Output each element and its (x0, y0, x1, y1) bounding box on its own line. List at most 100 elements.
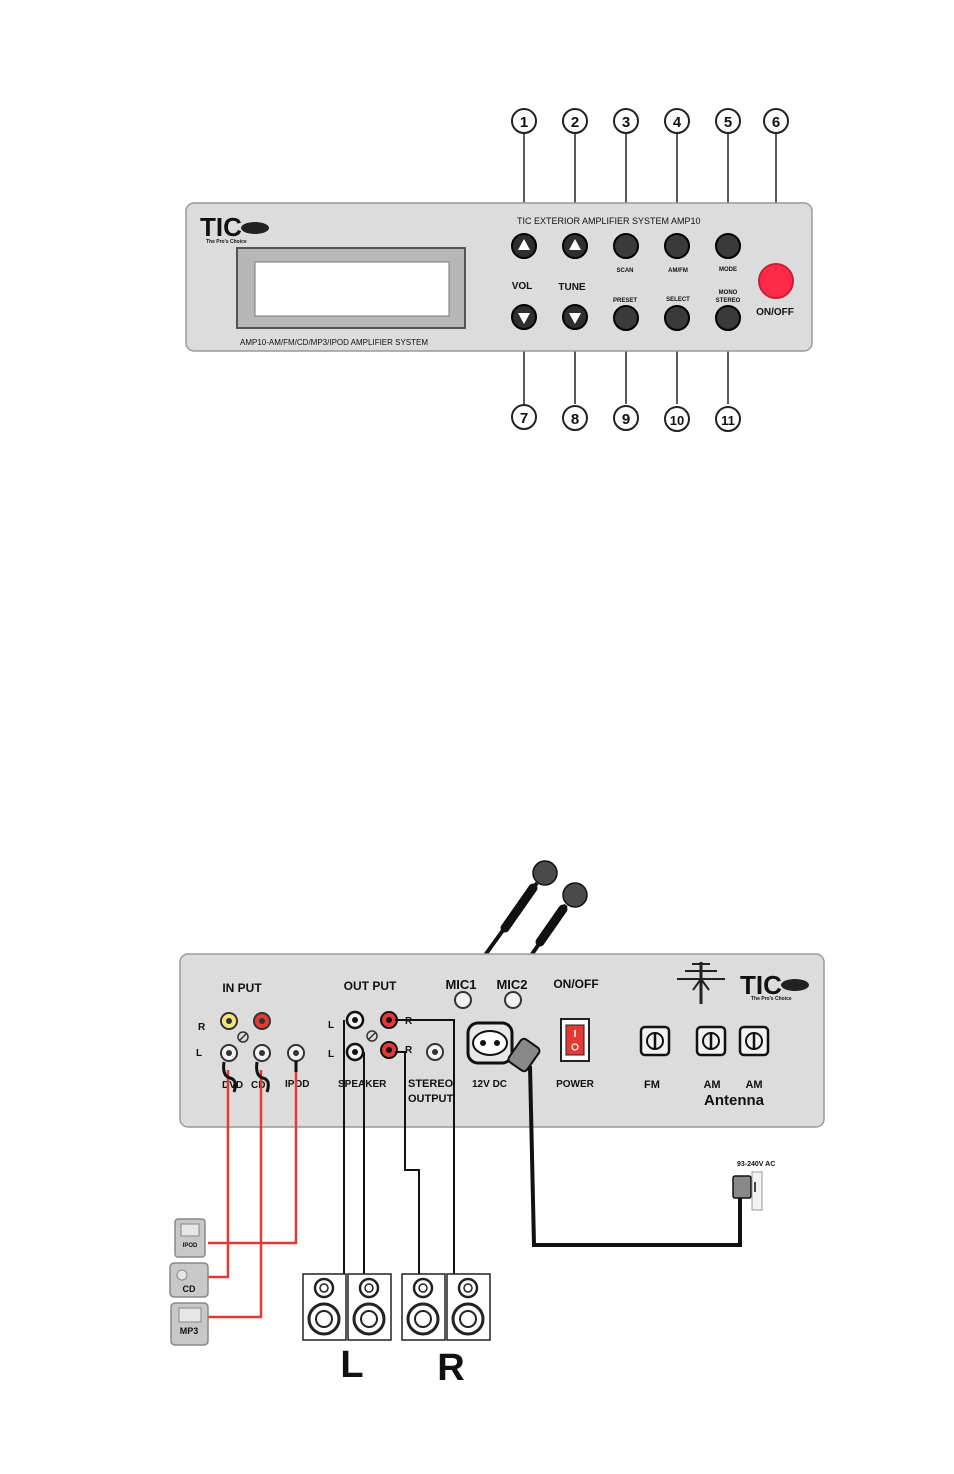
callout-text-5: 5 (724, 114, 732, 131)
power-button[interactable] (758, 263, 794, 299)
speaker-right-1 (401, 1273, 446, 1341)
jack-center-icon (352, 1017, 358, 1023)
scan-button[interactable] (613, 233, 639, 259)
callout-9 (613, 405, 639, 431)
mic2-jack[interactable] (504, 991, 522, 1009)
input-r-label: R (198, 1022, 206, 1033)
input-cables (208, 1061, 298, 1319)
front-model-header: TIC EXTERIOR AMPLIFIER SYSTEM AMP10 (517, 216, 701, 226)
up-arrow-icon (518, 239, 530, 250)
rear-panel: IN PUT OUT PUT MIC1 MIC2 ON/OFF TIC The … (169, 860, 825, 1389)
onoff-label: ON/OFF (756, 307, 794, 318)
speaker-wires (343, 1019, 455, 1274)
mode-button[interactable] (715, 233, 741, 259)
ac-power-cable (528, 1065, 742, 1247)
select-button[interactable] (664, 305, 690, 331)
up-arrow-icon (569, 239, 581, 250)
am-antenna-terminal-2[interactable] (738, 1025, 770, 1057)
callout-text-3: 3 (622, 114, 630, 131)
lcd-display-screen (254, 261, 450, 317)
jack-center-icon (226, 1050, 232, 1056)
rear-brand-tagline: The Pro's Choice (751, 996, 792, 1002)
output-l-label-bottom: L (328, 1049, 334, 1060)
tune-down-button[interactable] (562, 304, 588, 330)
scan-label: SCAN (616, 268, 633, 274)
callout-text-1: 1 (520, 114, 528, 131)
tune-label: TUNE (558, 282, 586, 293)
cd-device: CD (169, 1262, 209, 1298)
callout-text-11: 11 (721, 413, 735, 428)
mode-label: MODE (719, 267, 737, 273)
amfm-button[interactable] (664, 233, 690, 259)
jack-center-icon (432, 1049, 438, 1055)
power-switch[interactable] (560, 1018, 590, 1062)
callout-text-9: 9 (622, 411, 630, 428)
callout-text-10: 10 (670, 413, 684, 428)
callout-11 (715, 406, 741, 432)
callout-8 (562, 405, 588, 431)
microphone-1-icon (463, 860, 558, 985)
fm-label: FM (644, 1079, 660, 1091)
callout-7 (511, 404, 537, 430)
ac-voltage-label: 93-240V AC (737, 1161, 775, 1168)
speaker-left-letter: L (340, 1344, 363, 1386)
callout-2 (562, 108, 588, 134)
device-mp3-label: MP3 (180, 1326, 199, 1336)
callout-4 (664, 108, 690, 134)
down-arrow-icon (518, 313, 530, 324)
preset-button[interactable] (613, 305, 639, 331)
speaker-right-2 (446, 1273, 491, 1341)
front-logo-emblem (241, 222, 269, 234)
output-l-label-top: L (328, 1020, 334, 1031)
dc-label: 12V DC (472, 1079, 507, 1090)
front-panel: TIC The Pro's Choice TIC EXTERIOR AMPLIF… (185, 108, 813, 432)
output-label: OUT PUT (344, 979, 397, 993)
mono-stereo-button[interactable] (715, 305, 741, 331)
jack-center-icon (259, 1050, 265, 1056)
input-plugs-icon (222, 1061, 298, 1093)
dc-plug-icon (507, 1037, 541, 1073)
vol-down-button[interactable] (511, 304, 537, 330)
device-cd-label: CD (183, 1284, 196, 1294)
preset-label: PRESET (613, 298, 637, 304)
input-label: IN PUT (222, 981, 262, 995)
stereo-label: STEREO (716, 298, 741, 304)
dc-power-jack[interactable] (466, 1021, 514, 1065)
output-r-label-top: R (405, 1016, 413, 1027)
callout-text-4: 4 (673, 114, 682, 131)
front-brand-tagline: The Pro's Choice (206, 239, 247, 245)
tune-up-button[interactable] (562, 233, 588, 259)
input-l-label: L (196, 1048, 202, 1059)
stereo-label: STEREO (408, 1078, 454, 1090)
cd-label: CD (251, 1080, 265, 1091)
mic1-label: MIC1 (445, 977, 476, 992)
jack-center-icon (226, 1018, 232, 1024)
mic1-jack[interactable] (454, 991, 472, 1009)
jack-center-icon (352, 1049, 358, 1055)
rear-onoff-label: ON/OFF (553, 977, 598, 991)
antenna-label: Antenna (704, 1092, 765, 1109)
vol-up-button[interactable] (511, 233, 537, 259)
callout-1 (511, 108, 537, 134)
mono-label: MONO (719, 290, 738, 296)
power-label: POWER (556, 1079, 595, 1090)
front-brand-logo: TIC (200, 212, 242, 242)
am-antenna-terminal-1[interactable] (695, 1025, 727, 1057)
ground-screw-icon (237, 1031, 249, 1043)
output2-label: OUTPUT (408, 1093, 454, 1105)
callout-10 (664, 406, 690, 432)
mic2-label: MIC2 (496, 977, 527, 992)
down-arrow-icon (569, 313, 581, 324)
mp3-device: MP3 (170, 1302, 209, 1346)
am-label-2: AM (745, 1079, 762, 1091)
speaker-left-1 (302, 1273, 347, 1341)
jack-center-icon (293, 1050, 299, 1056)
rear-brand-logo: TIC (740, 970, 782, 1000)
output-r-label-bottom: R (405, 1045, 413, 1056)
fm-antenna-terminal[interactable] (639, 1025, 671, 1057)
speaker-left-2 (347, 1273, 392, 1341)
callout-text-2: 2 (571, 114, 579, 131)
select-label: SELECT (666, 297, 690, 303)
callout-text-6: 6 (772, 114, 780, 131)
